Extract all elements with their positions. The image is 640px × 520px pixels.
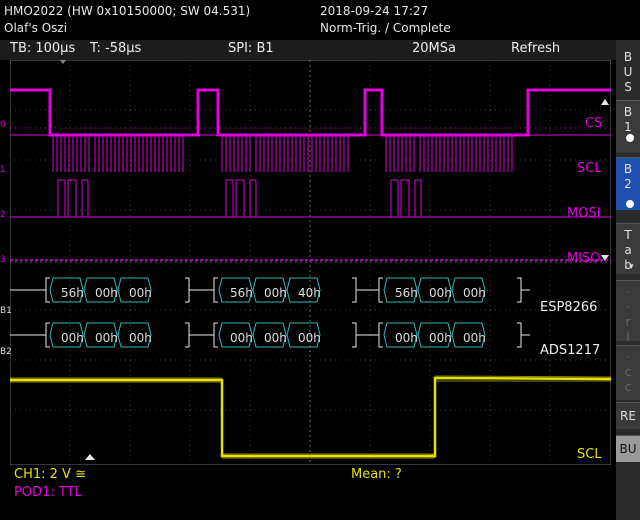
trigger-status: Norm-Trig. / Complete — [320, 21, 451, 35]
level-marker-3: 3 — [0, 255, 6, 265]
level-marker-1: 1 — [0, 165, 6, 175]
waveform-display[interactable] — [10, 60, 611, 465]
bus-menu-title: B U S — [616, 44, 640, 96]
b1-indicator-icon — [626, 134, 634, 142]
disabled-option-2: · c c — [616, 345, 640, 400]
decode-b2-8: 00h — [463, 331, 486, 345]
timebase-readout[interactable]: TB: 100µs — [10, 41, 76, 56]
trigger-position-icon — [85, 454, 95, 460]
decode-b2-3: 00h — [230, 331, 253, 345]
bus-marker-b2: B2 — [0, 347, 12, 357]
analog-scl-waveform — [10, 376, 611, 458]
table-arrow-icon: ▾ — [629, 262, 634, 272]
ch1-readout[interactable]: CH1: 2 V ≅ — [14, 467, 86, 482]
decode-b1-3: 56h — [230, 286, 253, 300]
user-label: Olaf's Oszi — [4, 21, 68, 35]
re-button[interactable]: RE — [616, 402, 640, 429]
mean-readout: Mean: ? — [351, 467, 402, 482]
spi-bus-readout[interactable]: SPI: B1 — [228, 41, 274, 56]
bus-b1-button[interactable]: B 1 — [616, 100, 640, 153]
analog-scl-label: SCL — [577, 447, 602, 462]
decode-b1-4: 00h — [264, 286, 287, 300]
ads1217-label: ADS1217 — [540, 343, 601, 358]
acquisition-mode[interactable]: Refresh — [511, 41, 561, 56]
disabled-option-1: · · r l — [616, 280, 640, 344]
miso-label: MISO — [567, 251, 601, 266]
acquisition-toolbar: TB: 100µs T: -58µs SPI: B1 20MSa Refresh — [0, 40, 616, 60]
decode-b1-2: 00h — [129, 286, 152, 300]
decode-b1-5: 40h — [298, 286, 321, 300]
channel-readout-bar: CH1: 2 V ≅ Mean: ? POD1: TTL — [0, 465, 616, 520]
decode-b1-6: 56h — [395, 286, 418, 300]
decode-b2-0: 00h — [61, 331, 84, 345]
decode-b2-4: 00h — [264, 331, 287, 345]
trigger-time-readout[interactable]: T: -58µs — [90, 41, 142, 56]
b2-indicator-icon — [626, 200, 634, 208]
decode-b2-1: 00h — [95, 331, 118, 345]
decode-b1-1: 00h — [95, 286, 118, 300]
decode-b1-8: 00h — [463, 286, 486, 300]
decode-b1-0: 56h — [61, 286, 84, 300]
scl-waveform — [10, 134, 611, 172]
device-info: HMO2022 (HW 0x10150000; SW 04.531) — [4, 4, 251, 18]
datetime: 2018-09-24 17:27 — [320, 4, 429, 18]
cs-label: CS — [585, 116, 603, 131]
bus-marker-b1: B1 — [0, 306, 12, 316]
decode-b2-2: 00h — [129, 331, 152, 345]
esp8266-label: ESP8266 — [540, 300, 598, 315]
decode-b2-6: 00h — [395, 331, 418, 345]
decode-b2-7: 00h — [429, 331, 452, 345]
decode-b1-7: 00h — [429, 286, 452, 300]
level-marker-0: 0 — [0, 120, 6, 130]
level-marker-2: 2 — [0, 210, 6, 220]
trigger-marker-icon — [60, 60, 66, 64]
mosi-label: MOSI — [567, 206, 601, 221]
bu-button[interactable]: BU — [616, 435, 640, 462]
sample-rate-readout: 20MSa — [412, 41, 456, 56]
decode-b2-5: 00h — [298, 331, 321, 345]
scl-label: SCL — [577, 161, 602, 176]
table-button[interactable]: T a b — [616, 223, 640, 274]
side-menu: B U S B 1 B 2 T a b · · r l · c c RE BU — [616, 40, 640, 520]
pod1-readout[interactable]: POD1: TTL — [14, 485, 82, 500]
scroll-down-icon — [601, 255, 609, 261]
mosi-waveform — [10, 179, 611, 218]
scroll-up-icon — [601, 99, 609, 105]
status-header: HMO2022 (HW 0x10150000; SW 04.531) 2018-… — [0, 0, 640, 40]
